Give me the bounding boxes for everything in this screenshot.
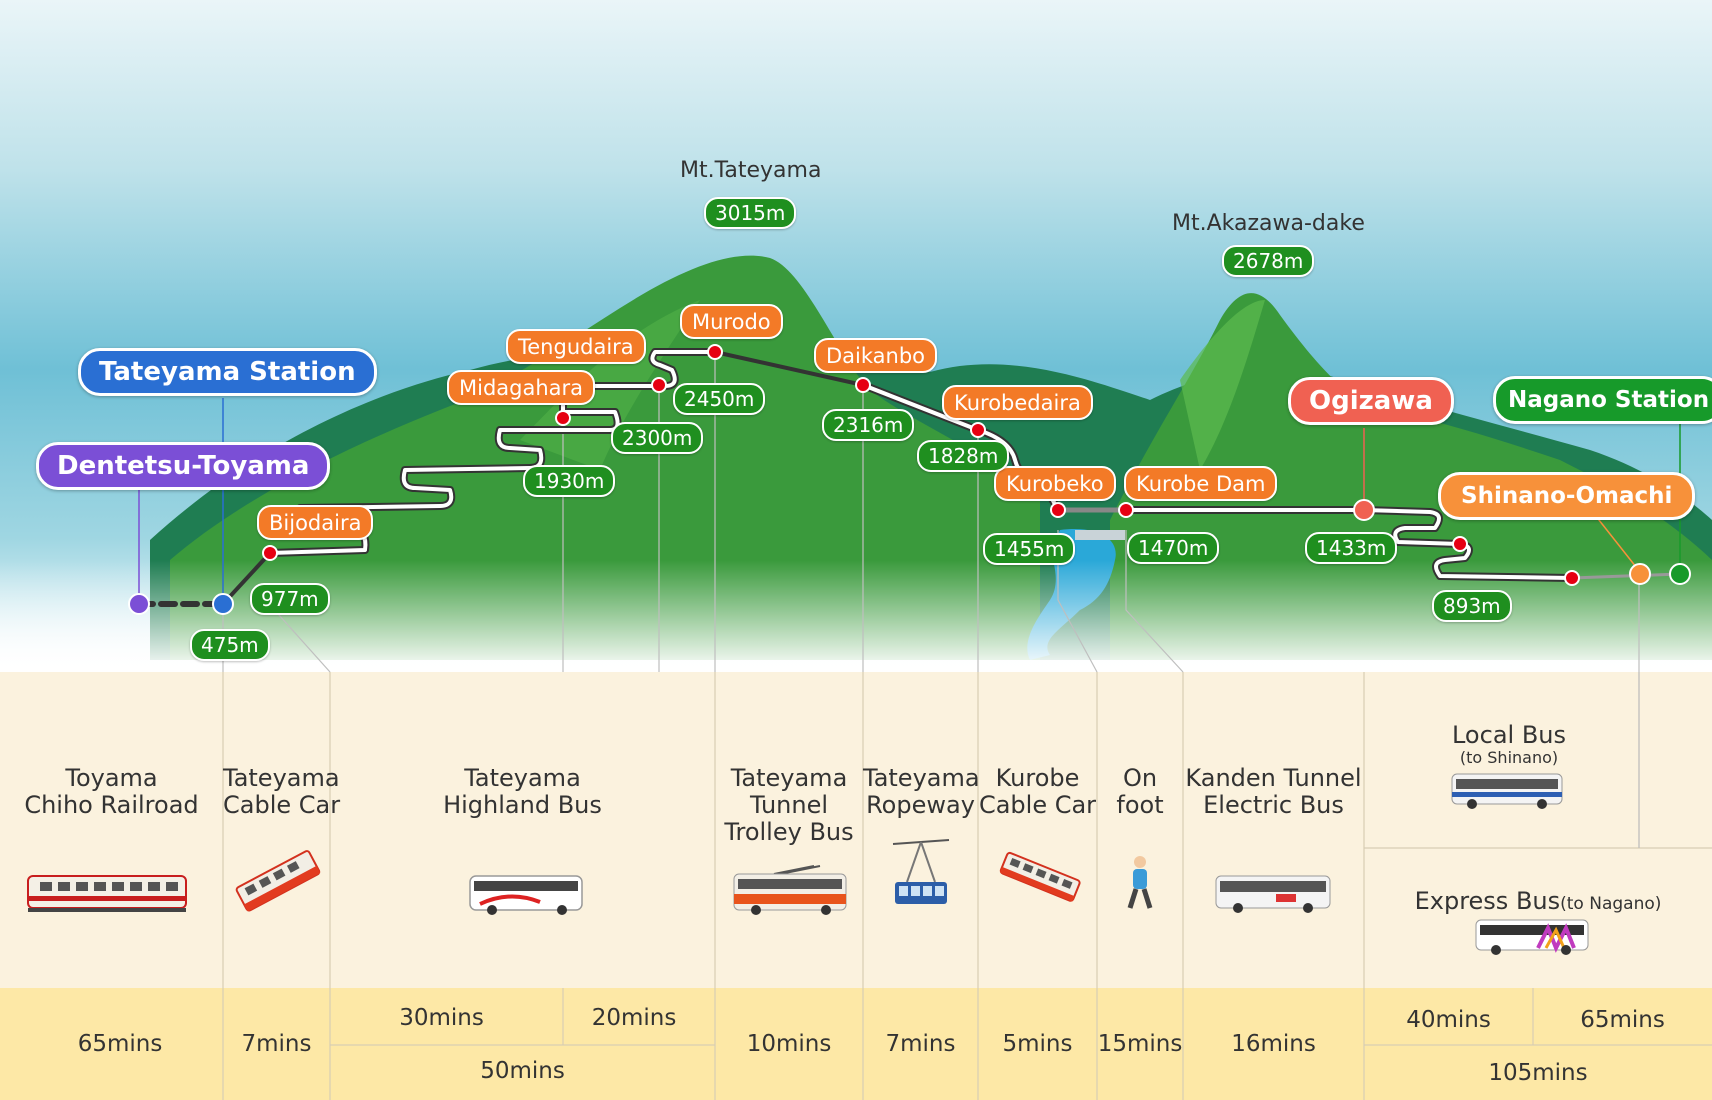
peak-height-tateyama: 3015m (704, 197, 797, 229)
route-stops (128, 344, 1691, 615)
altitude-kurobe-dam: 1470m (1127, 532, 1220, 564)
peak-name-tateyama: Mt.Tateyama (680, 158, 822, 183)
altitude-omachi-side: 893m (1432, 590, 1512, 622)
transport-line: Ropeway (866, 791, 975, 819)
terminal-shinano-omachi: Shinano-Omachi (1438, 472, 1696, 520)
transport-line: On (1122, 764, 1158, 792)
time-highland-bus-b: 20mins (591, 1005, 677, 1031)
transport-line: Chiho Railroad (24, 791, 199, 819)
terminal-tateyama-station: Tateyama Station (78, 348, 377, 396)
transport-toyama-chiho-railroad: Toyama Chiho Railroad (0, 765, 223, 819)
altitude-midagahara: 1930m (523, 465, 616, 497)
route-line (136, 348, 1682, 607)
time-toyama-chiho-railroad: 65mins (77, 1031, 163, 1057)
transport-line: Tateyama (863, 764, 980, 792)
transport-line: Cable Car (223, 791, 341, 819)
electric-bus-icon (1215, 875, 1331, 913)
time-tateyama-cable-car: 7mins (241, 1031, 312, 1057)
altitude-ogizawa: 1433m (1305, 532, 1398, 564)
transport-on-foot: On foot (1097, 765, 1183, 819)
station-tengudaira: Tengudaira (506, 329, 646, 364)
transport-kurobe-cable-car: Kurobe Cable Car (978, 765, 1097, 819)
bus-icon (469, 875, 583, 915)
station-kurobedaira: Kurobedaira (942, 385, 1093, 420)
transport-local-bus: Local Bus (to Shinano) (1364, 722, 1654, 767)
altitude-daikanbo: 2316m (822, 409, 915, 441)
trolley-bus-icon (733, 865, 847, 915)
altitude-bijodaira: 977m (250, 583, 330, 615)
transport-tateyama-cable-car: Tateyama Cable Car (223, 764, 341, 819)
express-bus-sub: (to Nagano) (1560, 894, 1662, 914)
ropeway-icon (892, 839, 950, 904)
altitude-murodo: 2450m (673, 383, 766, 415)
transport-line: Kurobe (995, 764, 1080, 792)
time-kanden-tunnel-bus: 16mins (1231, 1031, 1316, 1057)
transport-trolley-bus: Tateyama Tunnel Trolley Bus (715, 765, 863, 846)
train-icon (27, 875, 187, 912)
transport-line: Tateyama (464, 764, 581, 792)
local-bus-sub: (to Shinano) (1459, 748, 1559, 767)
time-local-bus-b: 65mins (1580, 1007, 1665, 1033)
terminal-nagano-station: Nagano Station (1493, 376, 1712, 424)
peak-height-akazawa: 2678m (1222, 245, 1315, 277)
express-bus-icon (1475, 919, 1589, 955)
time-on-foot: 15mins (1097, 1031, 1183, 1057)
peak-name-akazawa: Mt.Akazawa-dake (1172, 211, 1365, 236)
transport-line: Cable Car (978, 791, 1097, 819)
terminal-ogizawa: Ogizawa (1288, 377, 1454, 425)
local-bus-icon (1451, 773, 1563, 809)
time-local-bus-a: 40mins (1406, 1007, 1491, 1033)
local-bus-label: Local Bus (1451, 721, 1566, 749)
time-kurobe-cable-car: 5mins (1002, 1031, 1073, 1057)
transport-line: Highland Bus (443, 791, 602, 819)
express-bus-label: Express Bus (1414, 887, 1561, 915)
transport-line: foot (1116, 791, 1164, 819)
transport-kanden-tunnel-bus: Kanden Tunnel Electric Bus (1183, 765, 1364, 819)
station-daikanbo: Daikanbo (814, 338, 938, 373)
transport-express-bus: Express Bus(to Nagano) (1364, 888, 1712, 918)
transport-line: Kanden Tunnel (1185, 764, 1362, 792)
transport-panel (0, 672, 1712, 988)
kurobe-cable-car-icon (999, 851, 1081, 902)
transport-ropeway: Tateyama Ropeway (863, 764, 980, 819)
time-ropeway: 7mins (885, 1031, 956, 1057)
station-bijodaira: Bijodaira (257, 505, 374, 540)
altitude-kurobeko: 1455m (983, 533, 1076, 565)
station-midagahara: Midagahara (447, 370, 596, 405)
cable-car-icon (235, 850, 321, 912)
transport-line: Electric Bus (1203, 791, 1344, 819)
time-trolley-bus: 10mins (746, 1031, 832, 1057)
station-kurobe-dam: Kurobe Dam (1124, 466, 1278, 501)
transport-line: Toyama (65, 764, 158, 792)
transport-line: Trolley Bus (724, 818, 854, 846)
station-murodo: Murodo (680, 304, 783, 339)
terminal-dentetsu-toyama: Dentetsu-Toyama (36, 442, 331, 490)
time-highland-bus-total: 50mins (480, 1058, 565, 1084)
altitude-kurobedaira: 1828m (917, 440, 1010, 472)
time-band (0, 988, 1712, 1100)
altitude-tateyama: 475m (190, 629, 270, 661)
transport-line: Tateyama (730, 764, 848, 792)
transport-highland-bus: Tateyama Highland Bus (330, 765, 715, 819)
altitude-tengudaira: 2300m (611, 422, 704, 454)
time-highland-bus-a: 30mins (399, 1005, 484, 1031)
transport-line: Tunnel (749, 791, 829, 819)
walker-icon (1127, 856, 1153, 909)
transport-line: Tateyama (223, 764, 340, 792)
mountain-shade-2 (1180, 300, 1265, 470)
time-express-bus-total: 105mins (1488, 1060, 1588, 1086)
station-kurobeko: Kurobeko (994, 466, 1116, 501)
